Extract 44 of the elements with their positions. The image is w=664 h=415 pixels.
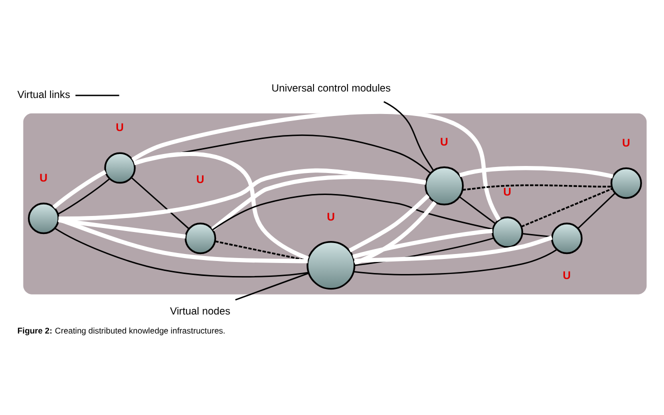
node-label: U — [39, 172, 48, 184]
node-label: U — [440, 136, 448, 148]
connector — [58, 178, 110, 214]
connector — [348, 194, 430, 252]
node-label: U — [196, 173, 204, 186]
node-circle — [610, 166, 642, 198]
cluster — [23, 112, 647, 294]
connector — [54, 227, 309, 277]
connector — [522, 232, 552, 238]
connector — [578, 192, 616, 228]
node-circle — [492, 216, 524, 248]
node-text: Virtual links — [17, 89, 70, 100]
connector — [212, 193, 494, 230]
node-circle — [551, 222, 583, 254]
node-circle — [306, 240, 356, 290]
connector — [384, 100, 434, 170]
connector — [58, 168, 426, 220]
connector — [462, 184, 612, 190]
connector — [58, 218, 186, 238]
connector — [354, 248, 558, 275]
connector — [52, 170, 107, 208]
connector — [459, 166, 614, 178]
connector — [58, 217, 308, 263]
node-circle — [424, 166, 464, 205]
connector — [354, 235, 553, 262]
connector — [459, 196, 496, 224]
node-text: Universal control modules — [272, 83, 391, 94]
connector — [134, 151, 310, 260]
node-label: U — [116, 122, 124, 134]
connector — [354, 200, 437, 265]
connector — [75, 94, 120, 96]
node-circle — [104, 152, 136, 184]
connector — [521, 187, 613, 227]
connector — [235, 272, 309, 300]
connector — [352, 228, 493, 258]
node-label: U — [622, 136, 630, 149]
node-circle — [184, 222, 216, 254]
node-label: U — [326, 210, 335, 223]
node-label: U — [562, 270, 571, 282]
node-circle — [28, 202, 60, 234]
connector — [131, 176, 190, 229]
node-label: U — [503, 186, 512, 198]
node-text: Virtual nodes — [170, 306, 230, 318]
connector — [211, 174, 426, 230]
